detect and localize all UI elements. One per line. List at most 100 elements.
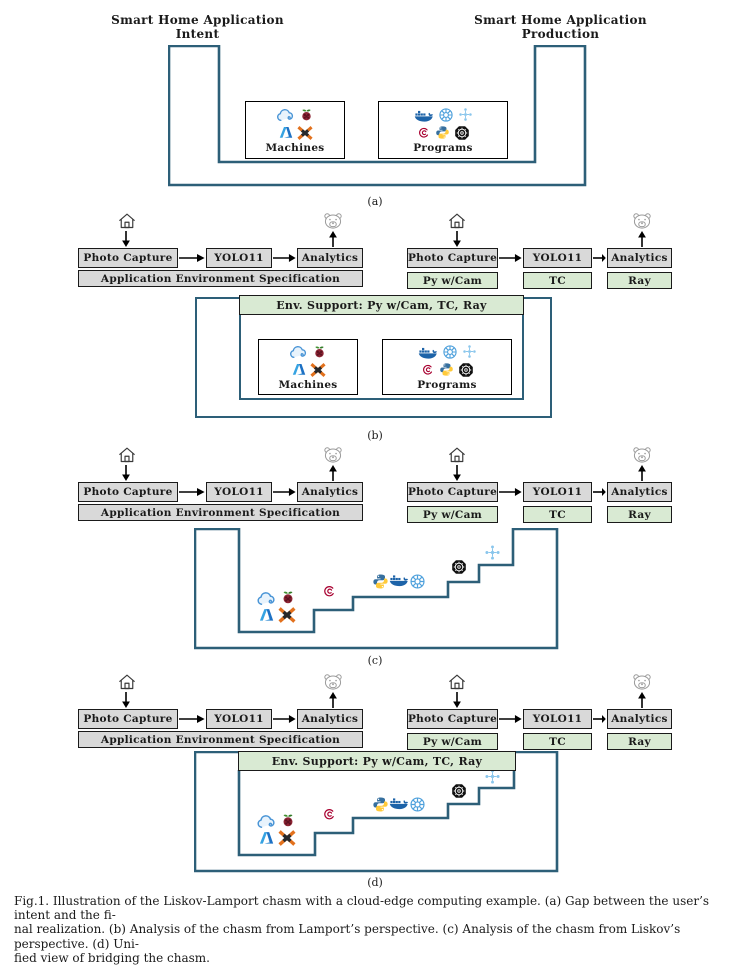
panel-a-right-title: Smart Home Application Production	[458, 13, 663, 41]
flow-arrow-icon	[593, 253, 606, 263]
flow-arrow-icon	[593, 487, 606, 497]
machines-icon-row	[291, 361, 326, 378]
env-spec-bar: Application Environment Specification	[78, 731, 363, 748]
bear-icon	[322, 673, 344, 691]
xcp-x-icon	[309, 362, 326, 378]
pipeline-spec-b: Photo Capture YOLO11 Analytics Applicati…	[78, 212, 368, 288]
cloud-icon	[256, 813, 277, 829]
env-box-ray: Ray	[607, 272, 672, 289]
house-icon	[116, 446, 138, 464]
env-support-bar-d: Env. Support: Py w/Cam, TC, Ray	[238, 751, 516, 771]
pipeline-impl-c: Photo Capture YOLO11 Analytics Py w/Cam …	[407, 446, 697, 523]
up-arrow-icon	[637, 692, 647, 708]
flow-arrow-icon	[273, 714, 296, 724]
panel-d-tag: (d)	[367, 876, 383, 889]
stage-analytics: Analytics	[607, 709, 672, 729]
up-arrow-icon	[328, 231, 338, 247]
docker-icon	[418, 344, 438, 360]
bear-icon	[631, 212, 653, 230]
azure-icon	[258, 830, 274, 846]
programs-icon-row	[414, 106, 473, 123]
up-arrow-icon	[328, 465, 338, 481]
pipeline-spec-c: Photo Capture YOLO11 Analytics Applicati…	[78, 446, 368, 522]
xcp-x-icon	[278, 606, 296, 624]
distributed-nodes-icon	[484, 768, 501, 785]
figure-caption: Fig.1. Illustration of the Liskov-Lampor…	[14, 894, 738, 965]
stage-photo-capture: Photo Capture	[407, 248, 498, 268]
stage-photo-capture: Photo Capture	[407, 482, 498, 502]
panel-a-left-title: Smart Home Application Intent	[95, 13, 300, 41]
panel-b-tag: (b)	[367, 429, 383, 442]
up-arrow-icon	[637, 231, 647, 247]
env-box-tc: TC	[523, 272, 592, 289]
bear-icon	[322, 446, 344, 464]
xcp-x-icon	[278, 829, 296, 847]
python-icon	[372, 573, 389, 590]
machines-icon-row	[278, 124, 313, 141]
bear-icon	[322, 212, 344, 230]
env-spec-bar: Application Environment Specification	[78, 504, 363, 521]
distributed-nodes-icon	[462, 344, 477, 359]
raspberry-pi-icon	[280, 589, 296, 606]
flow-arrow-icon	[273, 487, 296, 497]
pipeline-impl-b: Photo Capture YOLO11 Analytics Py w/Cam …	[407, 212, 697, 289]
cloud-icon	[276, 107, 295, 122]
machines-box: Machines	[258, 339, 358, 395]
stage-analytics: Analytics	[297, 248, 363, 268]
azure-icon	[291, 362, 306, 377]
programs-icon-row	[417, 124, 470, 141]
stage-photo-capture: Photo Capture	[78, 482, 178, 502]
house-icon	[116, 673, 138, 691]
panel-a-tag: (a)	[367, 195, 383, 208]
azure-icon	[278, 125, 293, 140]
docker-icon	[389, 571, 409, 588]
helm-octagon-icon	[451, 783, 467, 799]
house-icon	[446, 673, 468, 691]
raspberry-pi-icon	[312, 344, 327, 360]
wheel-icon	[442, 344, 458, 360]
down-arrow-icon	[121, 465, 131, 481]
pipeline-spec-d: Photo Capture YOLO11 Analytics Applicati…	[78, 673, 368, 749]
programs-icon-row	[421, 361, 474, 378]
programs-label: Programs	[413, 142, 473, 154]
env-box-ray: Ray	[607, 506, 672, 523]
house-icon	[116, 212, 138, 230]
flow-arrow-icon	[499, 714, 522, 724]
raspberry-pi-icon	[299, 107, 314, 123]
machines-label: Machines	[265, 142, 325, 154]
debian-icon	[417, 126, 431, 140]
env-spec-bar: Application Environment Specification	[78, 270, 363, 287]
title-line: Intent	[175, 27, 220, 41]
docker-icon	[389, 794, 409, 811]
machines-box: Machines	[245, 101, 345, 159]
wheel-icon	[409, 796, 426, 813]
flow-arrow-icon	[179, 253, 205, 263]
helm-octagon-icon	[458, 362, 474, 378]
programs-box: Programs	[378, 101, 508, 159]
stage-yolo11: YOLO11	[523, 709, 592, 729]
flow-arrow-icon	[179, 487, 205, 497]
up-arrow-icon	[328, 692, 338, 708]
python-icon	[435, 125, 450, 140]
env-box-tc: TC	[523, 506, 592, 523]
stage-yolo11: YOLO11	[206, 482, 272, 502]
programs-box: Programs	[382, 339, 512, 395]
helm-octagon-icon	[451, 559, 467, 575]
stage-photo-capture: Photo Capture	[407, 709, 498, 729]
down-arrow-icon	[121, 231, 131, 247]
stage-photo-capture: Photo Capture	[78, 709, 178, 729]
down-arrow-icon	[452, 692, 462, 708]
flow-arrow-icon	[499, 253, 522, 263]
xcp-x-icon	[296, 125, 313, 141]
stage-analytics: Analytics	[297, 482, 363, 502]
flow-arrow-icon	[593, 714, 606, 724]
distributed-nodes-icon	[484, 544, 501, 561]
env-support-bar-b: Env. Support: Py w/Cam, TC, Ray	[239, 295, 524, 315]
python-icon	[439, 362, 454, 377]
down-arrow-icon	[121, 692, 131, 708]
debian-icon	[322, 807, 337, 822]
env-box-tc: TC	[523, 733, 592, 750]
programs-label: Programs	[417, 379, 477, 391]
down-arrow-icon	[452, 465, 462, 481]
